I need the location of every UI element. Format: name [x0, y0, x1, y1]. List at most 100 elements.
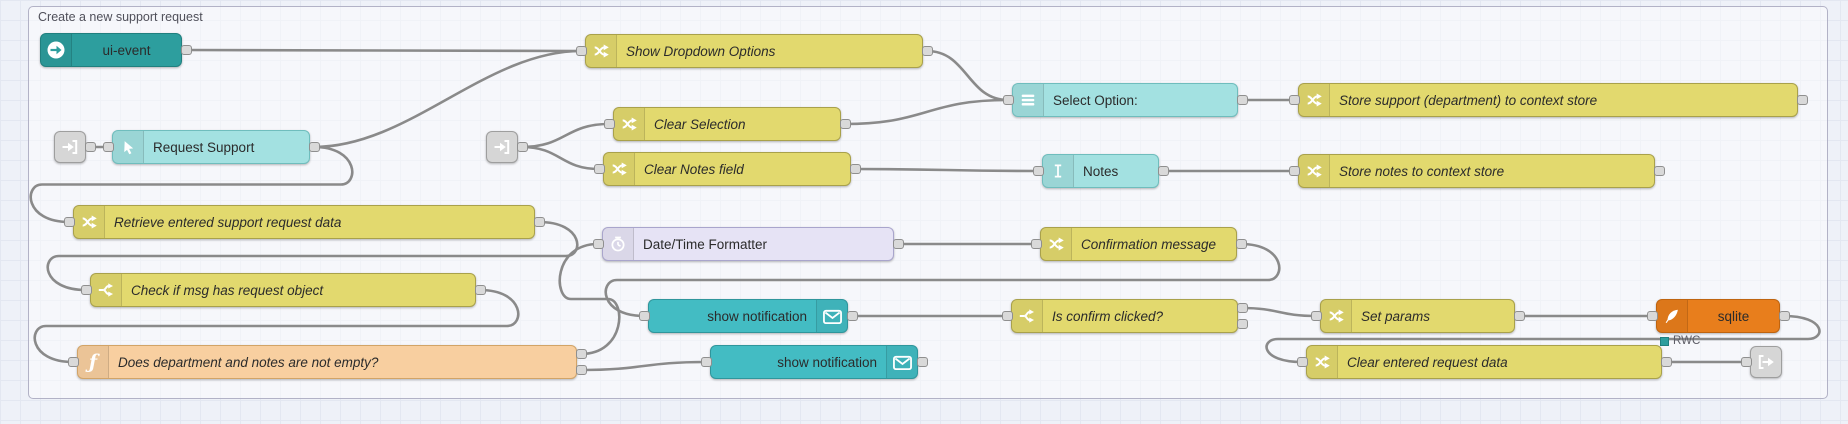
node-clearnotes[interactable]: Clear Notes field [603, 152, 851, 186]
node-uievent[interactable]: ui-event [40, 33, 182, 67]
node-isconfirm[interactable]: Is confirm clicked? [1011, 299, 1238, 333]
port-out-linkin1[interactable] [84, 142, 96, 152]
node-notif1[interactable]: show notification [648, 299, 848, 333]
wire-request-showdropdown[interactable] [313, 49, 582, 149]
port-out-confirmmsg[interactable] [1235, 239, 1247, 249]
port-out-isconfirm-0[interactable] [1236, 303, 1248, 313]
port-in-selopt[interactable] [1002, 95, 1014, 105]
link-in-icon [55, 132, 85, 162]
port-in-setparams[interactable] [1310, 311, 1322, 321]
port-in-storenotes[interactable] [1288, 166, 1300, 176]
node-setparams[interactable]: Set params [1320, 299, 1515, 333]
node-sqlite[interactable]: sqlite [1656, 299, 1780, 333]
port-out-storenotes[interactable] [1653, 166, 1665, 176]
port-out-notif1[interactable] [846, 311, 858, 321]
wire-sqlite-clearentered[interactable] [1265, 314, 1821, 364]
node-clearentered[interactable]: Clear entered request data [1306, 345, 1662, 379]
port-out-doesdept-1[interactable] [575, 365, 587, 375]
flow-group[interactable] [28, 6, 1828, 399]
shuffle-icon [614, 108, 645, 140]
wire-request-retrieve[interactable] [29, 145, 354, 224]
port-in-clearsel[interactable] [603, 119, 615, 129]
port-out-linkin2[interactable] [516, 142, 528, 152]
node-label: Clear Selection [654, 116, 746, 132]
port-in-showdropdown[interactable] [575, 46, 587, 56]
node-selopt[interactable]: Select Option: [1012, 83, 1238, 117]
port-in-retrieve[interactable] [63, 217, 75, 227]
node-label: Does department and notes are not empty? [118, 354, 379, 370]
port-out-retrieve[interactable] [533, 217, 545, 227]
wire-clearsel-selopt[interactable] [844, 98, 1009, 126]
port-in-notif1[interactable] [638, 311, 650, 321]
port-out-clearsel[interactable] [839, 119, 851, 129]
wire-doesdept-notif2[interactable] [580, 360, 707, 372]
port-in-datetime[interactable] [592, 239, 604, 249]
port-in-linkout[interactable] [1740, 357, 1752, 367]
port-out-sqlite[interactable] [1778, 311, 1790, 321]
port-out-selopt[interactable] [1236, 95, 1248, 105]
node-request[interactable]: Request Support [112, 130, 310, 164]
node-storenotes[interactable]: Store notes to context store [1298, 154, 1655, 188]
node-confirmmsg[interactable]: Confirmation message [1040, 227, 1237, 261]
port-in-storesupport[interactable] [1288, 95, 1300, 105]
node-status-sqlite: RWC [1660, 335, 1700, 347]
menu-icon [1013, 84, 1044, 116]
port-out-isconfirm-1[interactable] [1236, 319, 1248, 329]
node-datetime[interactable]: Date/Time Formatter [602, 227, 894, 261]
node-notes[interactable]: Notes [1042, 154, 1159, 188]
port-out-clearnotes[interactable] [849, 164, 861, 174]
node-retrieve[interactable]: Retrieve entered support request data [73, 205, 535, 239]
status-text: RWC [1673, 335, 1701, 347]
port-in-checkmsg[interactable] [80, 285, 92, 295]
port-in-notes[interactable] [1032, 166, 1044, 176]
wire-showdropdown-selopt[interactable] [926, 49, 1009, 102]
port-in-request[interactable] [102, 142, 114, 152]
port-in-sqlite[interactable] [1646, 311, 1658, 321]
wire-checkmsg-doesdept[interactable] [33, 288, 520, 364]
wire-clearnotes-notes[interactable] [854, 167, 1039, 173]
node-notif2[interactable]: show notification [710, 345, 918, 379]
port-out-notes[interactable] [1157, 166, 1169, 176]
port-in-clearentered[interactable] [1296, 357, 1308, 367]
node-label: Clear entered request data [1347, 354, 1508, 370]
wire-linkin2-clearnotes[interactable] [521, 145, 600, 171]
wire-confirmmsg-notif1[interactable] [604, 242, 1281, 318]
port-out-request[interactable] [308, 142, 320, 152]
shuffle-icon [586, 35, 617, 67]
port-out-doesdept-0[interactable] [575, 349, 587, 359]
wire-linkin2-clearsel[interactable] [521, 122, 610, 149]
port-in-isconfirm[interactable] [1001, 311, 1013, 321]
port-in-notif2[interactable] [700, 357, 712, 367]
node-linkout[interactable] [1750, 346, 1782, 378]
node-checkmsg[interactable]: Check if msg has request object [90, 273, 476, 307]
node-linkin2[interactable] [486, 131, 518, 163]
node-label: Confirmation message [1081, 236, 1217, 252]
node-label: Retrieve entered support request data [114, 214, 342, 230]
envelope-icon [816, 300, 847, 332]
node-showdropdown[interactable]: Show Dropdown Options [585, 34, 923, 68]
node-storesupport[interactable]: Store support (department) to context st… [1298, 83, 1798, 117]
port-out-clearentered[interactable] [1660, 357, 1672, 367]
wire-isconfirm-setparams[interactable] [1241, 306, 1317, 318]
node-clearsel[interactable]: Clear Selection [613, 107, 841, 141]
port-out-setparams[interactable] [1513, 311, 1525, 321]
wire-retrieve-checkmsg[interactable] [46, 220, 579, 292]
circle-arrow-icon [41, 34, 72, 66]
port-in-clearnotes[interactable] [593, 164, 605, 174]
port-out-uievent[interactable] [180, 45, 192, 55]
port-out-datetime[interactable] [892, 239, 904, 249]
node-label: Set params [1361, 308, 1431, 324]
wire-uievent-showdropdown[interactable] [185, 48, 582, 53]
port-in-confirmmsg[interactable] [1030, 239, 1042, 249]
node-linkin1[interactable] [54, 131, 86, 163]
port-out-checkmsg[interactable] [474, 285, 486, 295]
shuffle-icon [1321, 300, 1352, 332]
feather-icon [1657, 300, 1688, 332]
port-out-showdropdown[interactable] [921, 46, 933, 56]
port-out-notif2[interactable] [916, 357, 928, 367]
wire-doesdept-datetime[interactable] [558, 242, 621, 356]
port-in-doesdept[interactable] [67, 357, 79, 367]
port-out-storesupport[interactable] [1796, 95, 1808, 105]
